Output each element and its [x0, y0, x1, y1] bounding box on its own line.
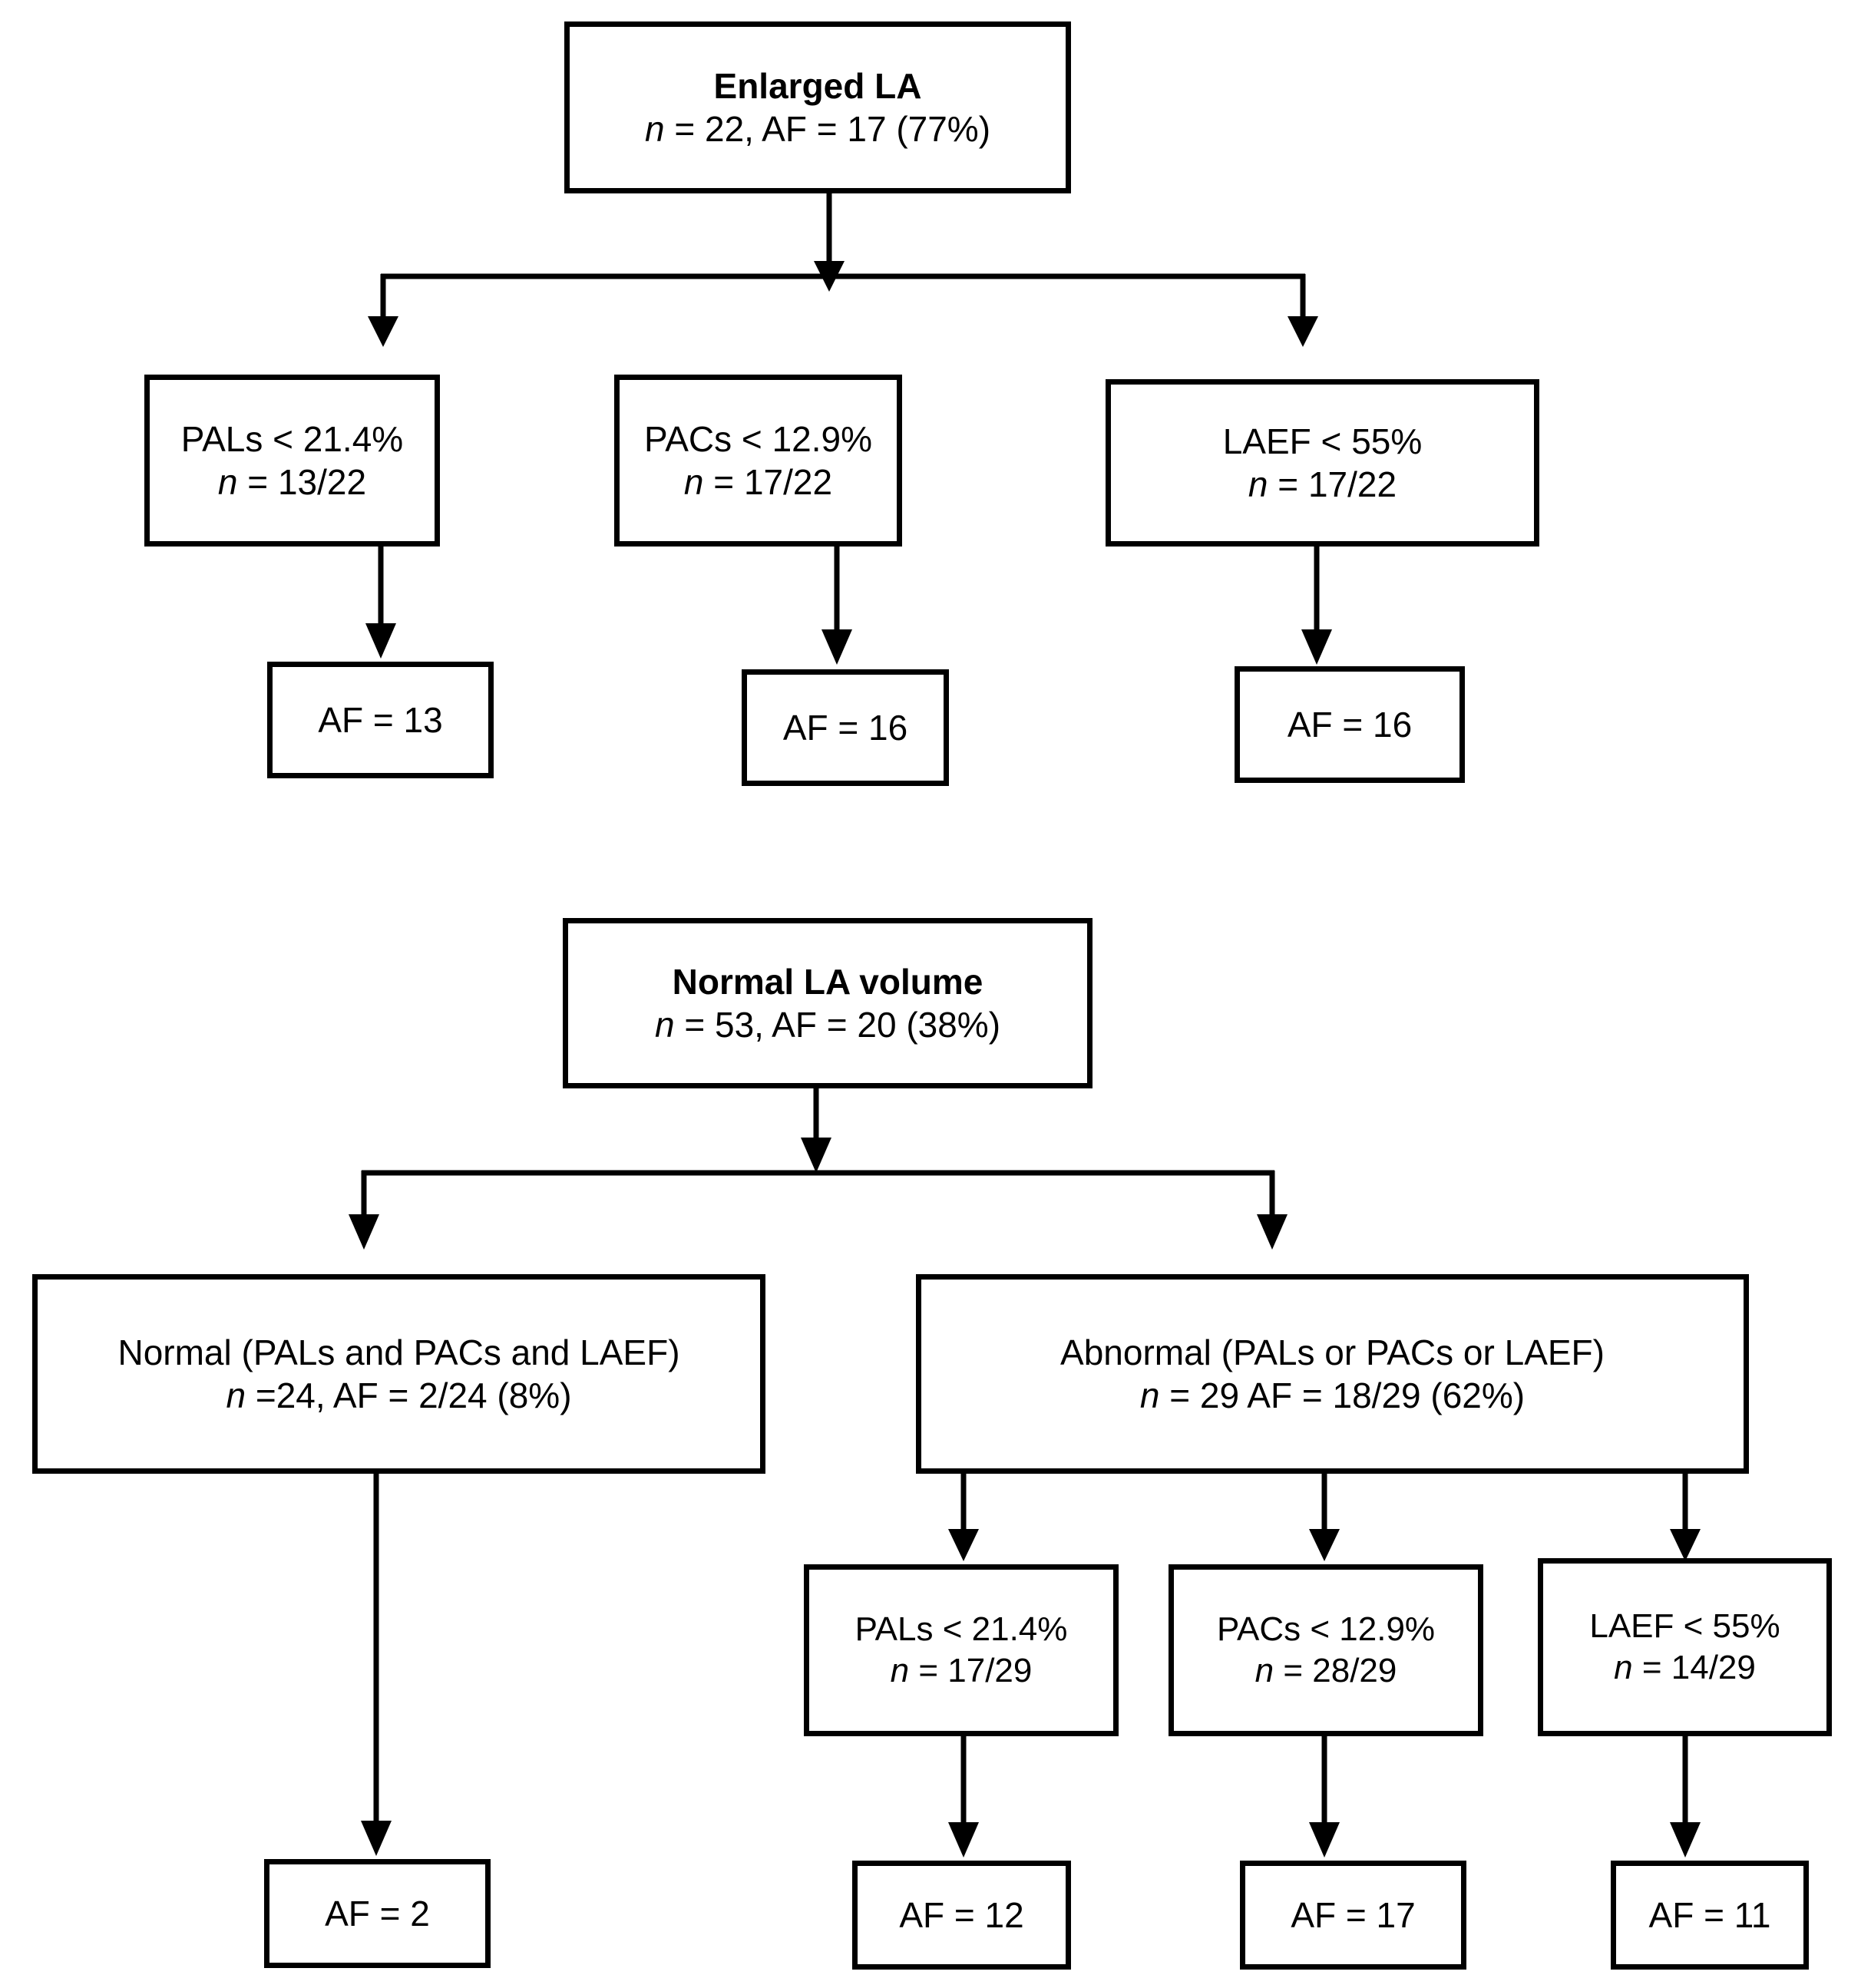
af-16-laef-label: AF = 16 — [1287, 704, 1413, 745]
connector-abnormal-to-criteria — [948, 1474, 1701, 1561]
enlarged-la-stats: n = 22, AF = 17 (77%) — [645, 107, 990, 150]
enlarged-la-title: Enlarged LA — [713, 65, 922, 106]
laef-enlarged-stats: n = 17/22 — [1248, 463, 1397, 506]
pacs-enlarged-n-symbol: n — [683, 462, 704, 502]
connector-pals-enlarged-to-af — [365, 547, 396, 659]
laef-abnormal-label: LAEF < 55% — [1589, 1607, 1780, 1646]
normal-la-title: Normal LA volume — [672, 961, 983, 1002]
af-16-laef-box: AF = 16 — [1235, 666, 1465, 783]
af-11-label: AF = 11 — [1648, 1894, 1771, 1935]
laef-enlarged-n-value: = 17/22 — [1268, 464, 1397, 504]
af-17-label: AF = 17 — [1291, 1894, 1416, 1935]
normal-branch-n-symbol: n — [226, 1375, 246, 1415]
connector-pacs-enlarged-to-af — [821, 547, 852, 665]
pals-enlarged-box: PALs < 21.4% n = 13/22 — [144, 375, 440, 547]
normal-la-n-symbol: n — [654, 1005, 675, 1045]
normal-branch-stats: n =24, AF = 2/24 (8%) — [226, 1374, 571, 1417]
enlarged-la-n-symbol: n — [644, 109, 665, 149]
normal-la-stats: n = 53, AF = 20 (38%) — [655, 1003, 1000, 1046]
af-16-pacs-box: AF = 16 — [742, 669, 949, 786]
pals-abnormal-n-symbol: n — [890, 1652, 910, 1689]
abnormal-branch-n-value: = 29 AF = 18/29 (62%) — [1159, 1375, 1526, 1415]
pacs-abnormal-stats: n = 28/29 — [1255, 1650, 1397, 1692]
normal-la-n-value: = 53, AF = 20 (38%) — [674, 1005, 1001, 1045]
af-12-label: AF = 12 — [899, 1894, 1024, 1935]
laef-abnormal-n-symbol: n — [1614, 1649, 1633, 1686]
laef-abnormal-n-value: = 14/29 — [1632, 1649, 1756, 1686]
pals-abnormal-label: PALs < 21.4% — [855, 1610, 1068, 1649]
connector-normal-root-to-bar — [801, 1088, 831, 1173]
af-11-box: AF = 11 — [1611, 1861, 1809, 1970]
normal-branch-n-value: =24, AF = 2/24 (8%) — [246, 1375, 572, 1415]
abnormal-branch-box: Abnormal (PALs or PACs or LAEF) n = 29 A… — [916, 1274, 1749, 1474]
abnormal-branch-label: Abnormal (PALs or PACs or LAEF) — [1060, 1332, 1605, 1372]
pals-enlarged-n-value: = 13/22 — [237, 462, 367, 502]
af-2-box: AF = 2 — [264, 1859, 491, 1968]
pacs-abnormal-n-value: = 28/29 — [1274, 1652, 1397, 1689]
pacs-abnormal-label: PACs < 12.9% — [1216, 1610, 1436, 1649]
connector-normal-bar — [349, 1170, 1288, 1250]
af-2-label: AF = 2 — [325, 1893, 430, 1934]
pals-enlarged-n-symbol: n — [217, 462, 238, 502]
connector-pals-abnormal-to-af — [948, 1736, 979, 1858]
laef-enlarged-n-symbol: n — [1248, 464, 1268, 504]
pacs-enlarged-stats: n = 17/22 — [684, 461, 832, 504]
pals-abnormal-box: PALs < 21.4% n = 17/29 — [804, 1564, 1119, 1736]
af-13-box: AF = 13 — [267, 662, 494, 778]
connector-laef-enlarged-to-af — [1301, 547, 1332, 665]
pals-abnormal-stats: n = 17/29 — [891, 1650, 1033, 1692]
laef-enlarged-label: LAEF < 55% — [1222, 421, 1423, 461]
laef-abnormal-box: LAEF < 55% n = 14/29 — [1538, 1558, 1832, 1736]
connector-enlarged-bar — [368, 273, 1318, 347]
normal-branch-label: Normal (PALs and PACs and LAEF) — [117, 1332, 680, 1372]
pals-enlarged-label: PALs < 21.4% — [180, 418, 404, 459]
connector-laef-abnormal-to-af — [1670, 1736, 1701, 1858]
pacs-enlarged-box: PACs < 12.9% n = 17/22 — [614, 375, 902, 547]
normal-la-root: Normal LA volume n = 53, AF = 20 (38%) — [563, 918, 1093, 1088]
af-17-box: AF = 17 — [1240, 1861, 1466, 1970]
pals-abnormal-n-value: = 17/29 — [909, 1652, 1033, 1689]
pacs-abnormal-box: PACs < 12.9% n = 28/29 — [1169, 1564, 1483, 1736]
af-12-box: AF = 12 — [852, 1861, 1071, 1970]
pacs-abnormal-n-symbol: n — [1254, 1652, 1274, 1689]
enlarged-la-n-value: = 22, AF = 17 (77%) — [664, 109, 991, 149]
enlarged-la-root: Enlarged LA n = 22, AF = 17 (77%) — [564, 21, 1071, 193]
pacs-enlarged-n-value: = 17/22 — [703, 462, 833, 502]
laef-enlarged-box: LAEF < 55% n = 17/22 — [1106, 379, 1539, 547]
af-16-pacs-label: AF = 16 — [782, 707, 908, 748]
pals-enlarged-stats: n = 13/22 — [218, 461, 366, 504]
connector-normal-branch-to-af — [361, 1474, 392, 1856]
abnormal-branch-stats: n = 29 AF = 18/29 (62%) — [1140, 1374, 1525, 1417]
laef-abnormal-stats: n = 14/29 — [1614, 1647, 1756, 1689]
normal-branch-box: Normal (PALs and PACs and LAEF) n =24, A… — [32, 1274, 765, 1474]
pacs-enlarged-label: PACs < 12.9% — [643, 418, 873, 459]
af-13-label: AF = 13 — [318, 699, 443, 740]
abnormal-branch-n-symbol: n — [1139, 1375, 1160, 1415]
connector-pacs-abnormal-to-af — [1309, 1736, 1340, 1858]
